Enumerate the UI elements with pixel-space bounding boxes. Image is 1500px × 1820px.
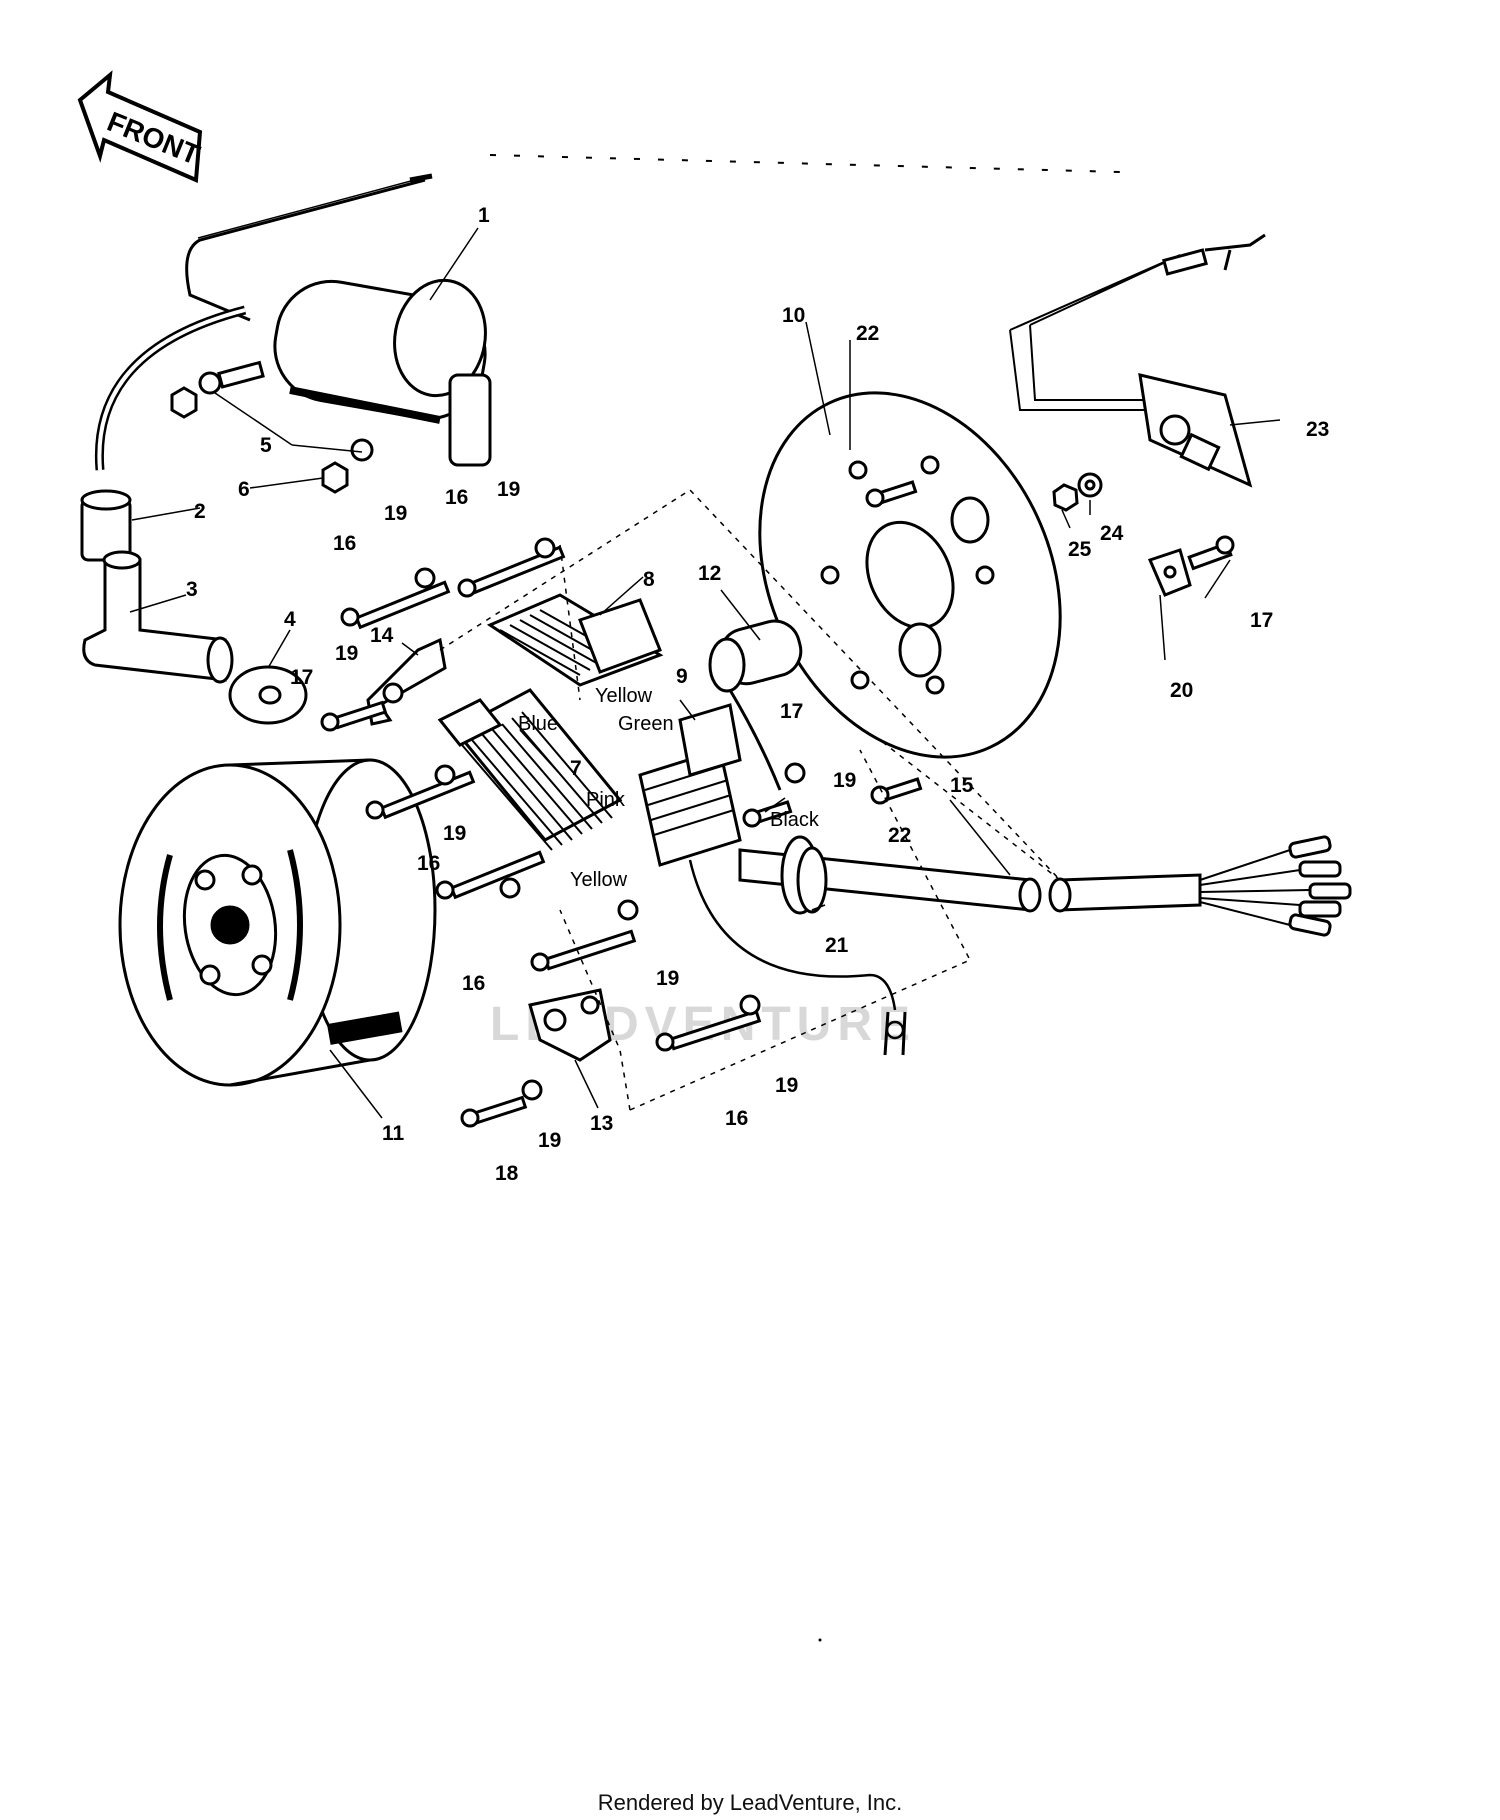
part-number: 16 [333,532,356,555]
part-number-labels: 1 2 3 4 5 6 7 8 9 10 11 12 13 14 15 16 1… [186,204,1329,1185]
part-number: 16 [462,972,485,995]
wire-label-yellow: Yellow [570,869,628,891]
neutral-switch [1009,233,1266,488]
part-number: 22 [888,824,911,847]
leader-lines [129,227,1281,1119]
part-number: 16 [417,852,440,875]
part-number: 20 [1170,679,1193,702]
spark-plug-cap [82,550,234,684]
ignition-coil [94,173,492,471]
part-number: 5 [260,434,272,457]
part-number: 16 [445,486,468,509]
part-number: 19 [384,502,407,525]
harness-grommet [780,835,828,915]
wire-color-labels: Yellow Blue Green Pink Black Yellow [518,685,820,891]
wire-label-yellow: Yellow [595,685,653,707]
coil-hardware [170,360,374,494]
part-number: 17 [290,666,313,689]
footer-credit: Rendered by LeadVenture, Inc. [597,1790,903,1815]
stator-base-plate [758,391,1062,759]
lighting-coil [437,688,623,851]
part-number: 22 [856,322,879,345]
flywheel-rotor [118,758,437,1087]
part-number: 6 [238,478,250,501]
part-number: 3 [186,578,198,601]
part-number: 15 [950,774,974,797]
grommet [228,665,308,725]
switch-hardware [1052,472,1103,512]
part-number: 23 [1306,418,1329,441]
part-number: 10 [782,304,805,327]
guide-lines [439,489,1061,1111]
reference-line [489,154,1121,173]
part-number: 18 [495,1162,519,1185]
part-number: 19 [538,1129,561,1152]
part-number: 17 [780,700,803,723]
wire-label-blue: Blue [518,713,558,735]
front-arrow-icon: FRONT [77,70,204,183]
part-number: 16 [725,1107,748,1130]
part-number: 9 [676,665,688,688]
part-number: 19 [656,967,679,990]
screws [320,480,923,1128]
part-number: 14 [370,624,394,647]
wire-label-green: Green [618,713,674,735]
condenser [708,619,803,791]
wiring-harness [738,835,1352,937]
part-number: 21 [825,934,849,957]
part-number: 19 [497,478,520,501]
part-number: 19 [443,822,466,845]
ground-lead [688,859,907,1056]
part-number: 4 [284,608,296,631]
part-number: 12 [698,562,721,585]
part-number: 7 [570,757,582,780]
part-number: 17 [1250,609,1273,632]
part-number: 24 [1100,522,1124,545]
part-number: 19 [775,1074,798,1097]
part-number: 25 [1068,538,1092,561]
source-coil [638,703,742,867]
exciter-coil [486,593,664,687]
part-number: 8 [643,568,655,591]
part-number: 2 [194,500,206,523]
stray-mark [818,1638,822,1642]
part-number: 1 [478,204,490,227]
contact-breaker [528,988,612,1062]
plate-hardware [1147,535,1235,597]
washers [382,537,806,1101]
wire-label-pink: Pink [586,789,626,811]
part-number: 19 [335,642,358,665]
part-number: 11 [382,1122,405,1145]
part-number: 13 [590,1112,613,1135]
part-number: 19 [833,769,856,792]
plug-cap-boot [80,489,132,562]
wire-label-black: Black [770,809,820,831]
